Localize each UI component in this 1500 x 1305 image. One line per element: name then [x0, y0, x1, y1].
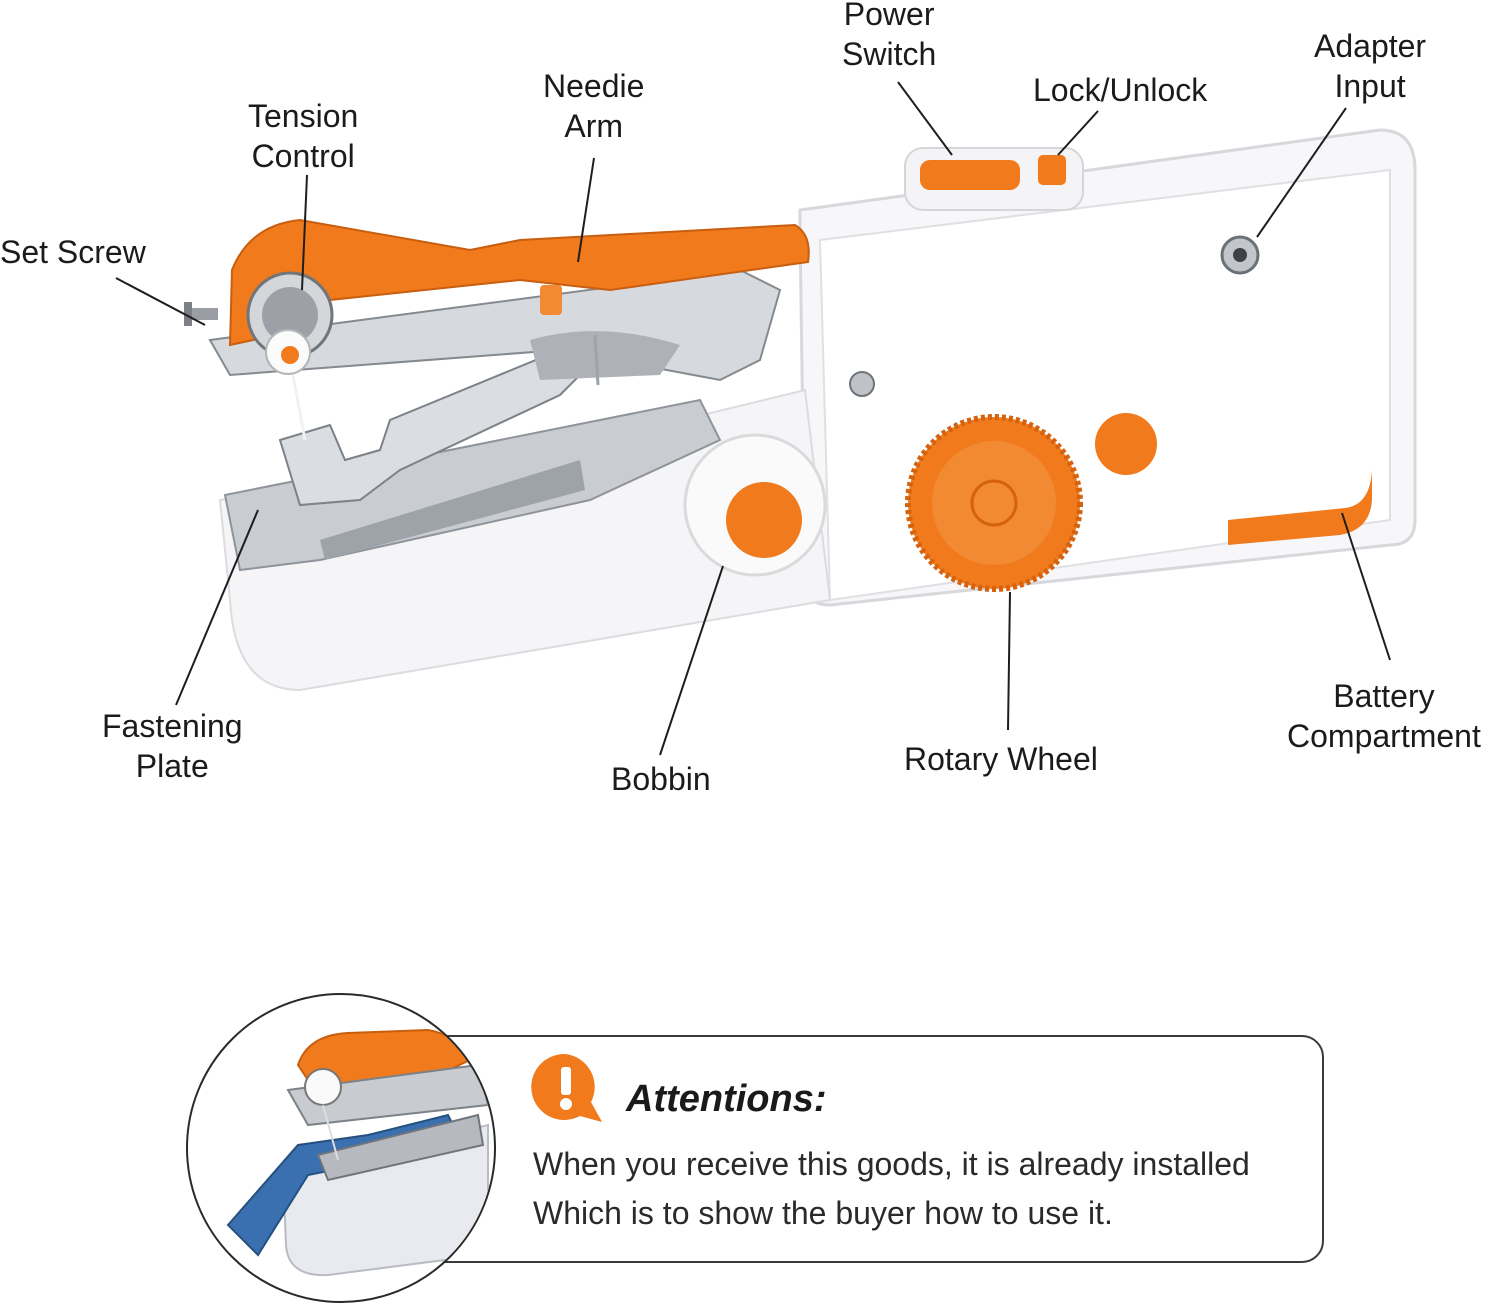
inset-thread: [322, 1104, 339, 1161]
label-tension-line-2: Control: [251, 138, 355, 174]
leader-adapter: [1256, 107, 1347, 238]
adapter-jack-hole: [1233, 248, 1247, 262]
inset-presser-foot: [316, 1113, 485, 1182]
exclamation-speech-bubble-icon: [531, 1053, 602, 1122]
inset-tension-knob: [304, 1068, 342, 1106]
label-adapter-input: Adapter Input: [1314, 26, 1426, 106]
label-set-screw: Set Screw: [0, 232, 146, 272]
label-power-line-1: Power: [843, 0, 935, 32]
label-power-switch: Power Switch: [842, 0, 936, 74]
metal-plate-slot: [320, 460, 585, 560]
small-orange-button: [1095, 413, 1157, 475]
tension-knob-center: [281, 346, 299, 364]
attention-line-2: Which is to show the buyer how to use it…: [533, 1195, 1113, 1231]
label-bobbin-text: Bobbin: [611, 761, 711, 797]
rotary-wheel-inner: [932, 441, 1056, 565]
label-rotary-text: Rotary Wheel: [904, 741, 1098, 777]
label-tension-control: Tension Control: [248, 96, 358, 176]
battery-compartment-strip: [1228, 470, 1372, 545]
set-screw-shaft: [188, 308, 218, 320]
label-tension-line-1: Tension: [248, 98, 359, 134]
needle: [593, 334, 600, 386]
label-needle-line-1: Needie: [543, 68, 645, 104]
usage-inset-circle: [186, 993, 496, 1303]
label-rotary-wheel: Rotary Wheel: [904, 739, 1098, 779]
power-switch-knob: [920, 160, 1020, 190]
label-battery-line-1: Battery: [1333, 678, 1435, 714]
label-battery-line-2: Compartment: [1287, 718, 1481, 754]
label-lock-text: Lock/Unlock: [1033, 72, 1208, 108]
attention-title: Attentions:: [626, 1078, 827, 1120]
sewing-machine-illustration: [115, 81, 1417, 756]
label-needle-arm: Needie Arm: [543, 66, 644, 146]
attention-line-1: When you receive this goods, it is alrea…: [533, 1146, 1250, 1182]
bobbin-cap: [726, 482, 802, 558]
metal-plate: [223, 398, 722, 572]
label-fastening-plate: Fastening Plate: [102, 706, 243, 786]
label-battery-compartment: Battery Compartment: [1287, 676, 1481, 756]
leader-battery: [1341, 512, 1391, 661]
machine-base: [218, 388, 832, 692]
lock-tab: [1038, 155, 1066, 185]
label-bobbin: Bobbin: [611, 759, 711, 799]
thread-line: [290, 369, 307, 441]
label-adapter-line-1: Adapter: [1314, 28, 1427, 64]
needle-arm-body: [228, 218, 810, 347]
label-needle-line-2: Arm: [564, 108, 624, 144]
rotary-wheel-mark: [970, 479, 1018, 527]
leader-needle-arm: [577, 157, 595, 263]
label-power-line-2: Switch: [842, 36, 937, 72]
body-screw: [849, 371, 875, 397]
label-set-screw-text: Set Screw: [0, 234, 146, 270]
arm-tab: [540, 285, 562, 315]
leader-set-screw: [115, 277, 206, 326]
tension-dial-ring: [262, 287, 318, 343]
set-screw-head: [184, 302, 192, 326]
leader-tension: [301, 174, 308, 291]
inset-metal-arm: [286, 1063, 490, 1127]
leader-lines: [115, 81, 1391, 756]
leader-power: [897, 81, 953, 156]
usage-inset-illustration: [226, 1028, 490, 1277]
leader-rotary: [1007, 591, 1011, 731]
needle-housing: [530, 331, 680, 380]
label-fastening-line-1: Fastening: [102, 708, 243, 744]
label-fastening-line-2: Plate: [135, 748, 209, 784]
leader-fastening: [175, 509, 259, 706]
leader-bobbin: [659, 565, 724, 756]
leader-lock: [1057, 110, 1099, 156]
label-adapter-line-2: Input: [1334, 68, 1406, 104]
label-lock-unlock: Lock/Unlock: [1033, 70, 1207, 110]
